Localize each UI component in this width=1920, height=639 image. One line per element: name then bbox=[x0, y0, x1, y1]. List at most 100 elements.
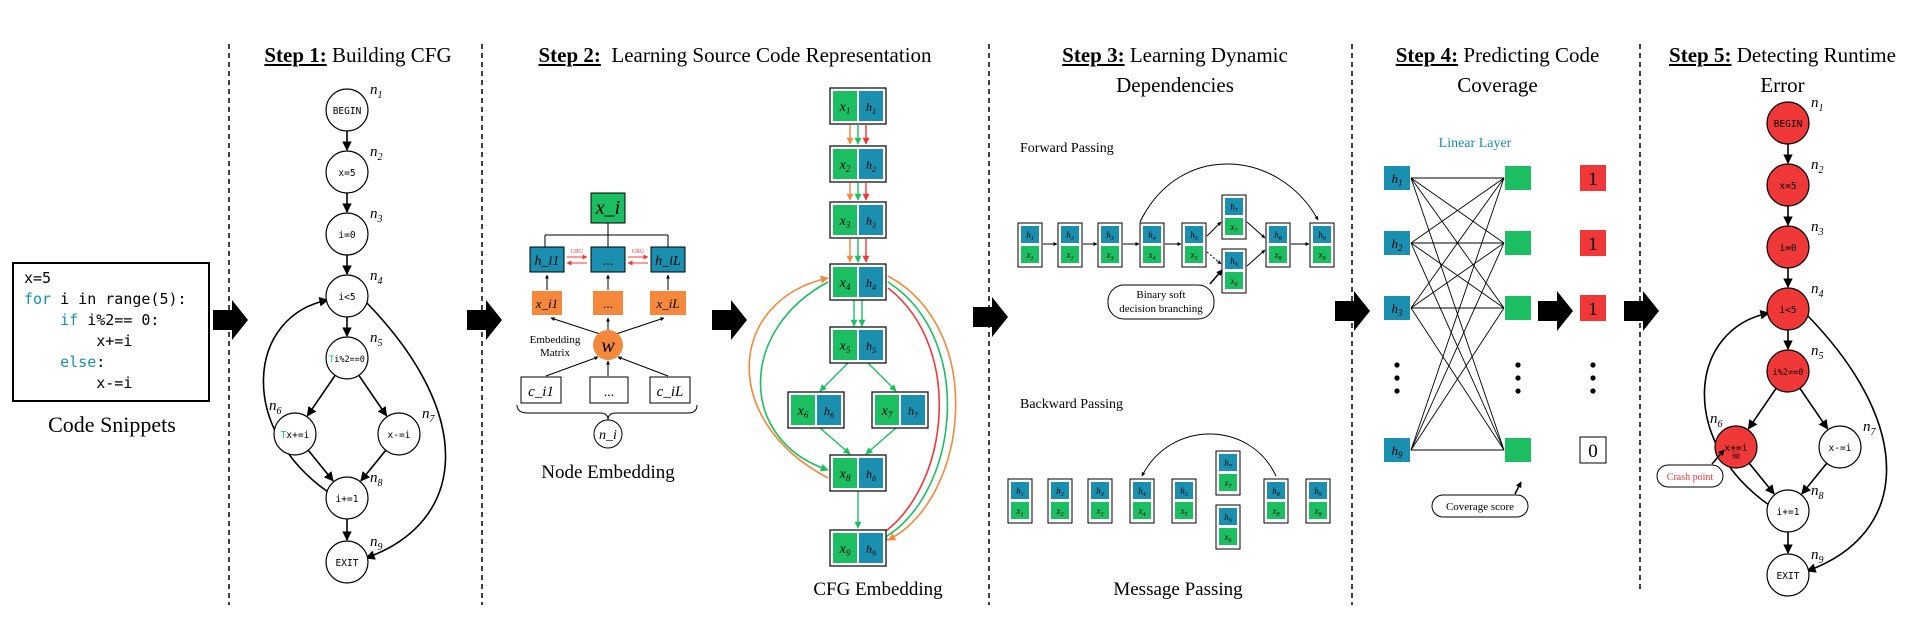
crash-point-bubble bbox=[1656, 464, 1724, 488]
x-state-label: x2 bbox=[1066, 250, 1074, 262]
h-label: h4 bbox=[866, 276, 876, 292]
x-state-label: x3 bbox=[1096, 506, 1104, 518]
code-line: x-=i bbox=[24, 374, 133, 392]
ellipsis-dot bbox=[1590, 375, 1596, 381]
x-embedding-box bbox=[833, 533, 857, 563]
x-state-box bbox=[1225, 272, 1243, 289]
cfg-node bbox=[325, 212, 369, 256]
h-state-label: h3 bbox=[1106, 230, 1114, 242]
h-embedding-box bbox=[859, 330, 883, 360]
code-line: x+=i bbox=[24, 332, 133, 350]
block-arrow-2 bbox=[467, 300, 502, 340]
code-snippet-caption: Code Snippets bbox=[48, 412, 176, 437]
cfg-node bbox=[1766, 225, 1810, 269]
coverage-score-label: Coverage score bbox=[1446, 501, 1514, 513]
x-state-box bbox=[1051, 502, 1069, 519]
x-label: x8 bbox=[839, 467, 851, 483]
block-arrows bbox=[213, 291, 1659, 340]
cfg-node bbox=[1766, 349, 1810, 393]
h-state-box bbox=[1225, 198, 1243, 215]
cfg-node-label: i<5 bbox=[1779, 305, 1796, 316]
cfg-node-label: x-=i bbox=[388, 430, 411, 441]
h-state-label: h2 bbox=[1066, 230, 1074, 242]
h-state-box bbox=[1133, 482, 1151, 499]
token-label-1: c_i1 bbox=[528, 384, 554, 400]
cfg-node-id: n6 bbox=[269, 398, 282, 417]
step1-title: Step 1: Building CFG bbox=[264, 43, 452, 67]
h-state-label: h7 bbox=[1224, 458, 1233, 470]
cfg-node-branch-mark: T bbox=[329, 355, 334, 365]
linear-weight bbox=[1410, 177, 1505, 451]
coverage-score-box bbox=[1580, 165, 1606, 191]
cfg-graph: BEGINn1x=5n2i=0n3i<5n4Ti%2==0n5Tx+=in6x-… bbox=[262, 82, 447, 584]
ellipsis-dot bbox=[1515, 375, 1521, 381]
h-embedding-box bbox=[859, 533, 883, 563]
x-state-box bbox=[1313, 246, 1331, 263]
x-label: x3 bbox=[839, 214, 851, 230]
coverage-score-value: 1 bbox=[1588, 169, 1598, 190]
node-embedding-module: x_i h_i1 ... h_iL GRU GRU x_i1 ... x_iL … bbox=[516, 192, 698, 483]
h-label: h3 bbox=[866, 214, 876, 230]
h-state-box bbox=[1061, 226, 1079, 243]
hidden-label-2: ... bbox=[603, 254, 614, 269]
cfg-node bbox=[325, 150, 369, 194]
cfg-node-id: n1 bbox=[1811, 95, 1824, 114]
cfg-node-id: n2 bbox=[1811, 157, 1824, 176]
x-embedding-box bbox=[833, 91, 857, 121]
h-label: h9 bbox=[866, 542, 876, 558]
h-label: h8 bbox=[866, 467, 876, 483]
cfg-node-label: BEGIN bbox=[333, 106, 362, 117]
block-arrow-4 bbox=[973, 297, 1008, 337]
coverage-hidden-box bbox=[1384, 296, 1410, 320]
cfg-node-id: n6 bbox=[1710, 411, 1723, 430]
cfg-node bbox=[1766, 553, 1810, 597]
code-line: else: bbox=[24, 353, 106, 371]
x-state-label: x3 bbox=[1106, 250, 1114, 262]
cfg-node-label: x+=i bbox=[1725, 443, 1748, 454]
cfg-node-id: n4 bbox=[1811, 281, 1824, 300]
output-xi-box bbox=[590, 192, 626, 224]
x-state-label: x7 bbox=[1224, 478, 1233, 490]
cfg-node-label: EXIT bbox=[1777, 571, 1800, 582]
x-state-label: x2 bbox=[1056, 506, 1064, 518]
coverage-score-box bbox=[1579, 436, 1607, 464]
cfg-node bbox=[377, 412, 421, 456]
x-state-box bbox=[1185, 246, 1203, 263]
h-state-label: h3 bbox=[1096, 486, 1104, 498]
h-state-box bbox=[1225, 252, 1243, 269]
h-state-label: h8 bbox=[1274, 230, 1282, 242]
x-state-label: x9 bbox=[1318, 250, 1326, 262]
x-state-label: x4 bbox=[1138, 506, 1146, 518]
x-state-box bbox=[1267, 502, 1285, 519]
x-embedding-box bbox=[833, 330, 857, 360]
h-state-box bbox=[1219, 508, 1237, 525]
h-embedding-box bbox=[859, 458, 883, 488]
h-state-label: h7 bbox=[1230, 202, 1239, 214]
h-label: h1 bbox=[866, 100, 876, 116]
cfg-node-id: n3 bbox=[1811, 219, 1824, 238]
x-state-label: x6 bbox=[1224, 532, 1232, 544]
code-keyword: for bbox=[24, 290, 52, 308]
separators bbox=[228, 44, 1641, 605]
h-state-label: h8 bbox=[1272, 486, 1280, 498]
block-arrow-7 bbox=[1624, 291, 1659, 331]
forward-skip-edge bbox=[1139, 163, 1319, 223]
x-state-box bbox=[1143, 246, 1161, 263]
cfg-node-id: n7 bbox=[1863, 419, 1877, 438]
h-embedding-box bbox=[817, 395, 841, 425]
branching-note-bubble bbox=[1107, 284, 1215, 320]
branching-note-line1: Binary soft bbox=[1136, 289, 1185, 301]
x-state-box bbox=[1061, 246, 1079, 263]
coverage-hidden-label: h1 bbox=[1392, 171, 1403, 188]
h-state-label: h9 bbox=[1318, 230, 1326, 242]
h-embedding-box bbox=[859, 91, 883, 121]
cfg-node-label: i=0 bbox=[338, 230, 355, 241]
h-state-label: h4 bbox=[1148, 230, 1156, 242]
cfg-exit-edge bbox=[365, 301, 447, 560]
linear-weight bbox=[1410, 307, 1505, 451]
x-state-box bbox=[1011, 502, 1029, 519]
linear-layer-label: Linear Layer bbox=[1439, 136, 1512, 151]
x-label: x7 bbox=[881, 404, 893, 420]
